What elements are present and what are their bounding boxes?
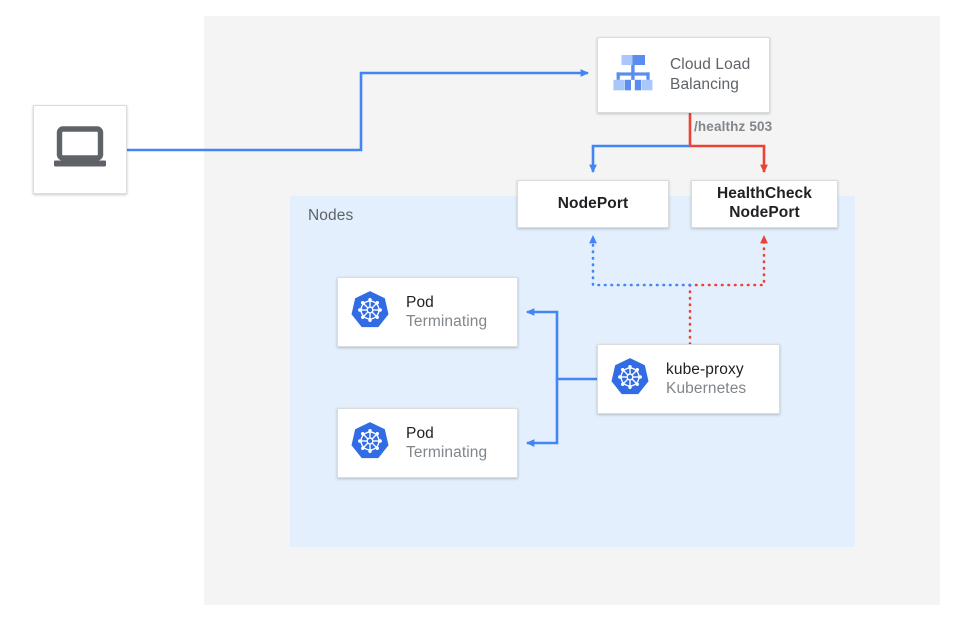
pod-status: Terminating	[406, 313, 488, 330]
connector-kube-proxy-to-healthcheck-nodeport	[688, 234, 768, 346]
connector-kube-proxy-to-pods	[526, 308, 597, 447]
healthcheck-nodeport-label-line2: NodePort	[729, 204, 800, 221]
healthz-annotation: /healthz 503	[694, 119, 773, 134]
cloud-load-balancing-card[interactable]: Cloud Load Balancing	[597, 37, 770, 113]
cloud-load-balancing-icon	[608, 52, 658, 99]
cloud-load-balancing-label: Cloud Load Balancing	[670, 55, 750, 96]
kube-proxy-title: kube-proxy	[666, 360, 744, 378]
healthcheck-nodeport-label-line1: HealthCheck	[717, 185, 812, 203]
connector-kube-proxy-to-nodeport	[589, 234, 692, 287]
nodes-panel-label: Nodes	[308, 207, 354, 224]
nodeport-card[interactable]: NodePort	[517, 180, 669, 228]
client-card[interactable]	[33, 105, 127, 194]
connector-client-to-load-balancer	[127, 69, 589, 152]
pod-card[interactable]: Pod Terminating	[337, 408, 518, 478]
pod-title: Pod	[406, 293, 434, 311]
kubernetes-icon	[349, 420, 391, 467]
pod-title: Pod	[406, 424, 434, 442]
connector-load-balancer-to-healthcheck-nodeport	[688, 113, 768, 173]
kube-proxy-card[interactable]: kube-proxy Kubernetes	[597, 344, 780, 414]
pod-status: Terminating	[406, 444, 488, 461]
kubernetes-icon	[609, 356, 651, 403]
kube-proxy-text: kube-proxy Kubernetes	[666, 360, 746, 399]
cloud-load-balancing-label-line2: Balancing	[670, 76, 739, 93]
connector-load-balancer-to-nodeport	[589, 144, 690, 173]
kube-proxy-subtitle: Kubernetes	[666, 380, 747, 397]
healthcheck-nodeport-card[interactable]: HealthCheck NodePort	[691, 180, 838, 228]
pod-text: Pod Terminating	[406, 293, 487, 332]
kubernetes-icon	[349, 289, 391, 336]
laptop-icon	[53, 125, 107, 174]
nodeport-label: NodePort	[557, 194, 629, 212]
pod-text: Pod Terminating	[406, 424, 487, 463]
healthcheck-nodeport-label: HealthCheck NodePort	[717, 185, 812, 223]
cloud-load-balancing-label-line1: Cloud Load	[670, 55, 751, 73]
pod-card[interactable]: Pod Terminating	[337, 277, 518, 347]
